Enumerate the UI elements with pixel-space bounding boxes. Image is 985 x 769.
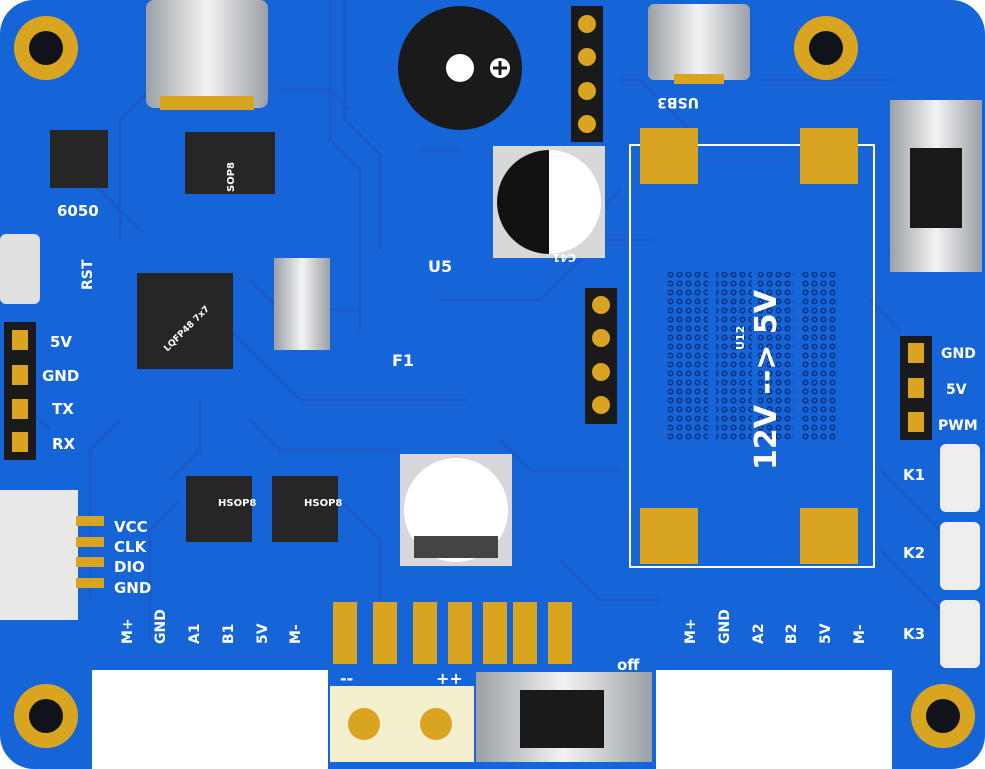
power-terminal — [330, 686, 474, 762]
key-label-k3: K3 — [903, 625, 925, 643]
reset-button[interactable] — [0, 234, 40, 304]
motor-connector-right — [656, 670, 892, 769]
regulator-label: 12V --> 5V — [749, 289, 784, 470]
motor-left-label-a1: A1 — [187, 623, 203, 644]
hsop8-left-label: HSOP8 — [218, 498, 256, 509]
hsop8-chip-left — [186, 476, 252, 542]
power-switch[interactable] — [476, 672, 652, 762]
motor-right-label-b2: B2 — [784, 624, 800, 644]
usb3-label: USB3 — [657, 94, 699, 110]
motor-connector-left — [92, 670, 328, 769]
buzzer — [398, 6, 522, 130]
motor-left-label-b1: B1 — [221, 624, 237, 644]
electrolytic-capacitor-c41 — [493, 146, 605, 258]
servo-label-pwm: PWM — [938, 418, 978, 434]
hsop8-right-label: HSOP8 — [304, 498, 342, 509]
display-label-gnd: GND — [114, 579, 151, 597]
servo-label-gnd: GND — [941, 346, 976, 362]
crystal — [274, 258, 330, 350]
key-label-k2: K2 — [903, 544, 925, 562]
motor-right-label-gnd: GND — [717, 609, 733, 644]
slide-switch-right — [890, 100, 982, 272]
key-switch-k2[interactable] — [940, 522, 980, 590]
electrolytic-capacitor-bottom — [400, 454, 512, 566]
key-switch-k3[interactable] — [940, 600, 980, 668]
motor-left-label-gnd: GND — [153, 609, 169, 644]
u12-label: U12 — [734, 326, 747, 350]
capacitor-row — [333, 602, 572, 664]
mounting-holes — [14, 16, 975, 748]
servo-header — [900, 336, 932, 440]
plus-label: ++ — [436, 669, 463, 688]
mcu-chip — [137, 273, 233, 369]
uart-label-tx: TX — [52, 400, 74, 418]
imu-chip — [50, 130, 108, 188]
micro-usb-connector — [648, 4, 750, 84]
top-pin-header — [571, 6, 603, 142]
motor-left-label-m-minus: M- — [288, 624, 304, 644]
motor-right-label-m-plus: M+ — [683, 618, 699, 644]
f1-label: F1 — [392, 351, 414, 370]
display-label-dio: DIO — [114, 558, 145, 576]
imu-label: 6050 — [57, 202, 99, 220]
key-switch-k1[interactable] — [940, 444, 980, 512]
motor-right-label-m-minus: M- — [852, 624, 868, 644]
c41-label: C41 — [553, 251, 576, 264]
usb-c-connector — [146, 0, 268, 110]
minus-label: -- — [340, 669, 353, 688]
display-label-clk: CLK — [114, 538, 148, 556]
off-label: off — [617, 656, 640, 674]
uart-label-gnd: GND — [42, 367, 79, 385]
uart-label-rx: RX — [52, 435, 76, 453]
motor-left-label-m-plus: M+ — [120, 618, 136, 644]
motor-right-label-5v: 5V — [818, 623, 834, 644]
mid-pin-header — [585, 288, 617, 424]
u5-label: U5 — [428, 257, 452, 276]
regulator-module — [629, 128, 875, 568]
motor-right-label-a2: A2 — [751, 623, 767, 644]
uart-header — [4, 322, 36, 460]
rst-label: RST — [80, 259, 96, 290]
sop8-label: SOP8 — [226, 162, 237, 192]
uart-label-5v: 5V — [50, 333, 72, 351]
motor-left-label-5v: 5V — [255, 623, 271, 644]
display-label-vcc: VCC — [114, 518, 148, 536]
hsop8-chip-right — [272, 476, 338, 542]
servo-label-5v: 5V — [946, 382, 967, 398]
key-label-k1: K1 — [903, 466, 925, 484]
sop8-chip — [185, 132, 275, 194]
display-connector — [0, 490, 104, 620]
